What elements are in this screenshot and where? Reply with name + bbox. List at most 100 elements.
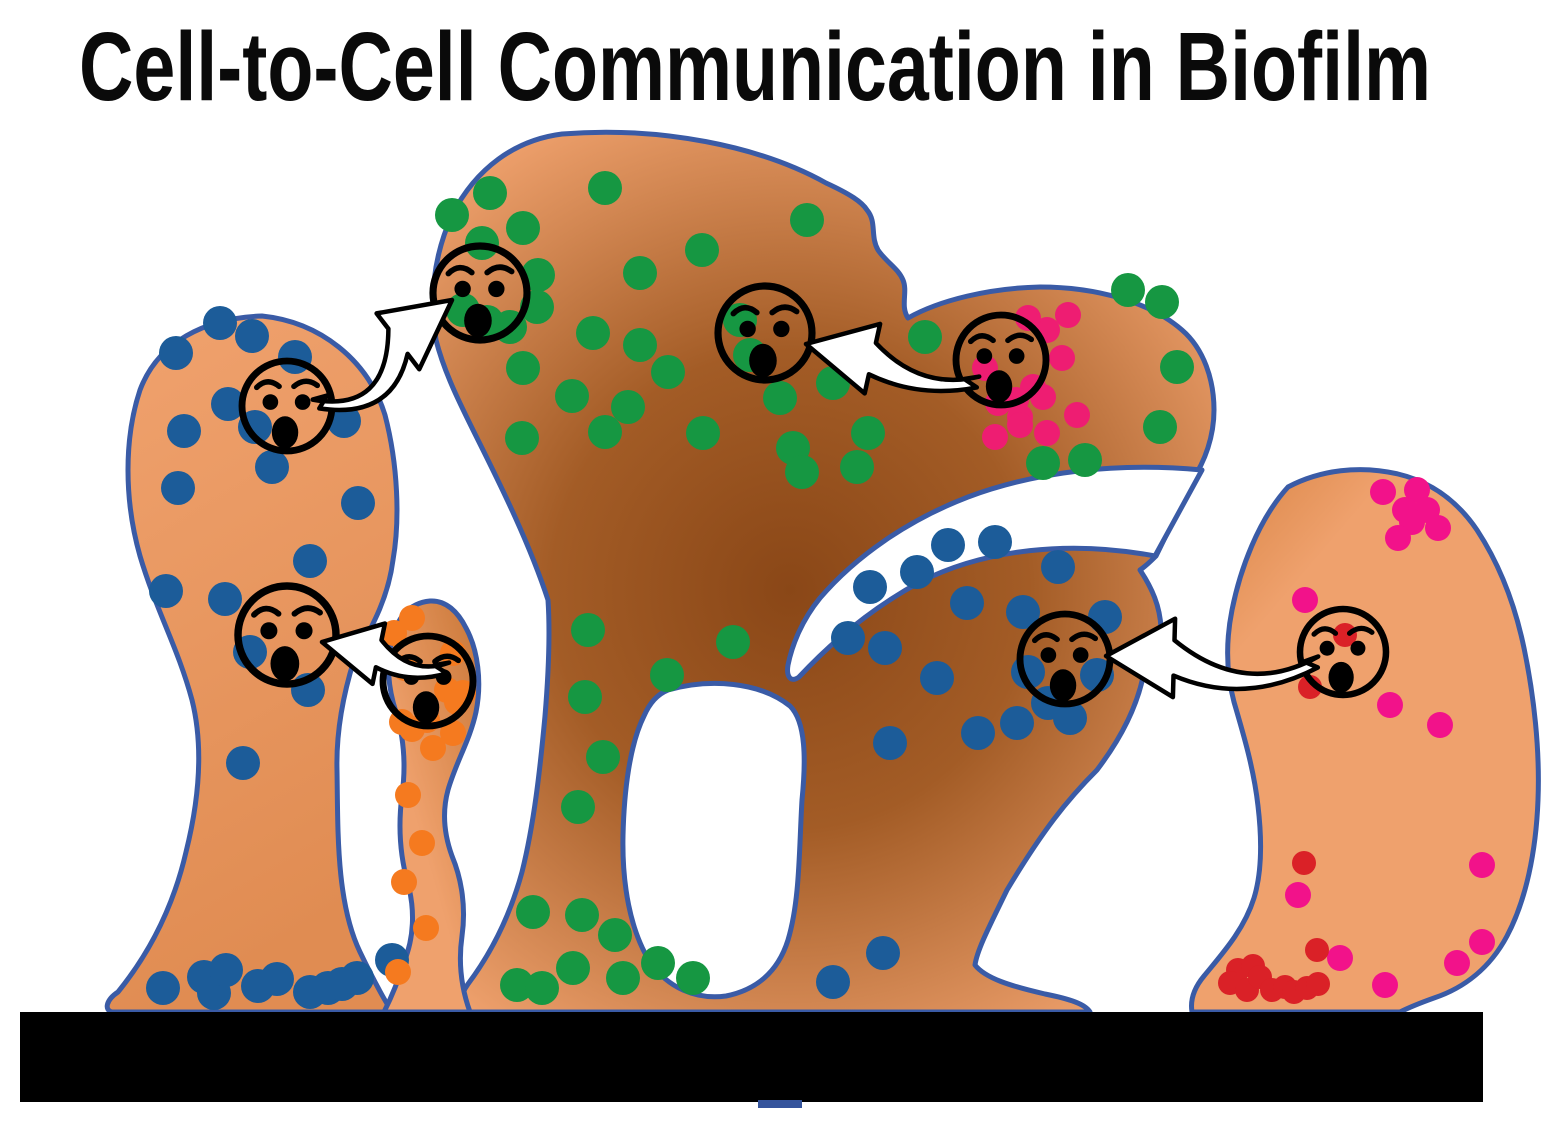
signal-dot [588,415,622,449]
signal-dot [1469,929,1495,955]
signal-dot [1372,972,1398,998]
signal-dot [1377,692,1403,718]
signal-dot [1305,938,1329,962]
communication-arrow [803,321,982,396]
signal-dot [606,961,640,995]
signal-dot [413,915,439,941]
signal-dot [651,355,685,389]
face-eye [1319,640,1335,656]
substrate-notch [758,1100,802,1108]
signal-dot [1088,600,1122,634]
signal-dot [961,716,995,750]
signal-dot [1055,302,1081,328]
cell-face-icon [234,582,340,688]
signal-dot [399,605,425,631]
signal-dot [785,455,819,489]
signal-dot [763,381,797,415]
signal-dot [920,661,954,695]
signal-dot [685,233,719,267]
face-eyebrow [253,379,282,391]
signal-dot [161,471,195,505]
signal-dot [1007,412,1033,438]
dots-right-blob-red [1218,623,1357,1004]
signal-dot [931,528,965,562]
signal-dot [561,790,595,824]
signal-dot [641,946,675,980]
face-eye [454,280,471,298]
signal-dot [716,625,750,659]
face-mouth [270,646,300,682]
cell-face-icon [714,282,816,384]
white-channel [785,464,1205,682]
face-eyebrow [291,378,321,390]
signal-dot [1145,285,1179,319]
signal-dot [676,961,710,995]
void-hole [620,680,807,1000]
signal-dot [340,961,374,995]
signal-dot [409,830,435,856]
signal-dot [1143,410,1177,444]
signal-dot [1285,882,1311,908]
cell-faces-layer [234,242,1390,730]
signal-dot [1041,550,1075,584]
face-eye [1008,348,1025,364]
signal-dot [391,869,417,895]
substrate-bar [20,1012,1483,1102]
signal-dot [1015,305,1041,331]
signal-dot [586,740,620,774]
signal-dot [831,621,865,655]
face-eye [295,622,313,640]
signal-dot [146,971,180,1005]
face-eyebrow [1069,631,1099,643]
signal-dot [149,574,183,608]
face-eyebrow [432,653,462,665]
signal-dot [1385,525,1411,551]
face-eye [773,320,790,338]
face-mouth [464,303,492,338]
signal-dot [1425,515,1451,541]
signal-dot [1160,350,1194,384]
signal-dot [565,898,599,932]
signal-dot [555,379,589,413]
face-eye [262,394,279,410]
face-eyebrow [291,605,323,617]
signal-dot [1006,595,1040,629]
signal-dot [473,176,507,210]
signal-dot [211,387,245,421]
face-mouth [1049,669,1077,702]
signal-dot [1292,851,1316,875]
communication-arrow [1103,616,1321,700]
signal-dot [873,726,907,760]
face-eye [294,394,311,410]
signal-dot [1327,945,1353,971]
signal-dot [866,936,900,970]
face-mouth [1328,661,1354,693]
signal-dot [209,953,243,987]
face-eyebrow [251,605,282,618]
signal-dot [341,486,375,520]
signal-dot [167,414,201,448]
communication-arrows-layer [310,297,1321,700]
face-eyebrow [445,264,475,277]
signal-dot [1370,479,1396,505]
signal-dot [293,544,327,578]
signal-dot [260,962,294,996]
signal-dot [1000,706,1034,740]
signal-dot [851,416,885,450]
face-eyebrow [1346,625,1375,636]
signal-dot [1111,273,1145,307]
signal-dot [420,735,446,761]
face-eyebrow [1031,632,1060,644]
page-title: Cell-to-Cell Communication in Biofilm [79,12,1431,121]
right-colony-blob [1189,467,1541,1015]
signal-dot [381,620,407,646]
signal-dot [159,336,193,370]
face-eye [260,622,278,640]
face-eyebrow [967,333,996,345]
signal-dot [208,582,242,616]
signal-dot [556,951,590,985]
signal-dot [1469,852,1495,878]
signal-dot [505,421,539,455]
signal-dot [623,256,657,290]
signal-dot [395,782,421,808]
